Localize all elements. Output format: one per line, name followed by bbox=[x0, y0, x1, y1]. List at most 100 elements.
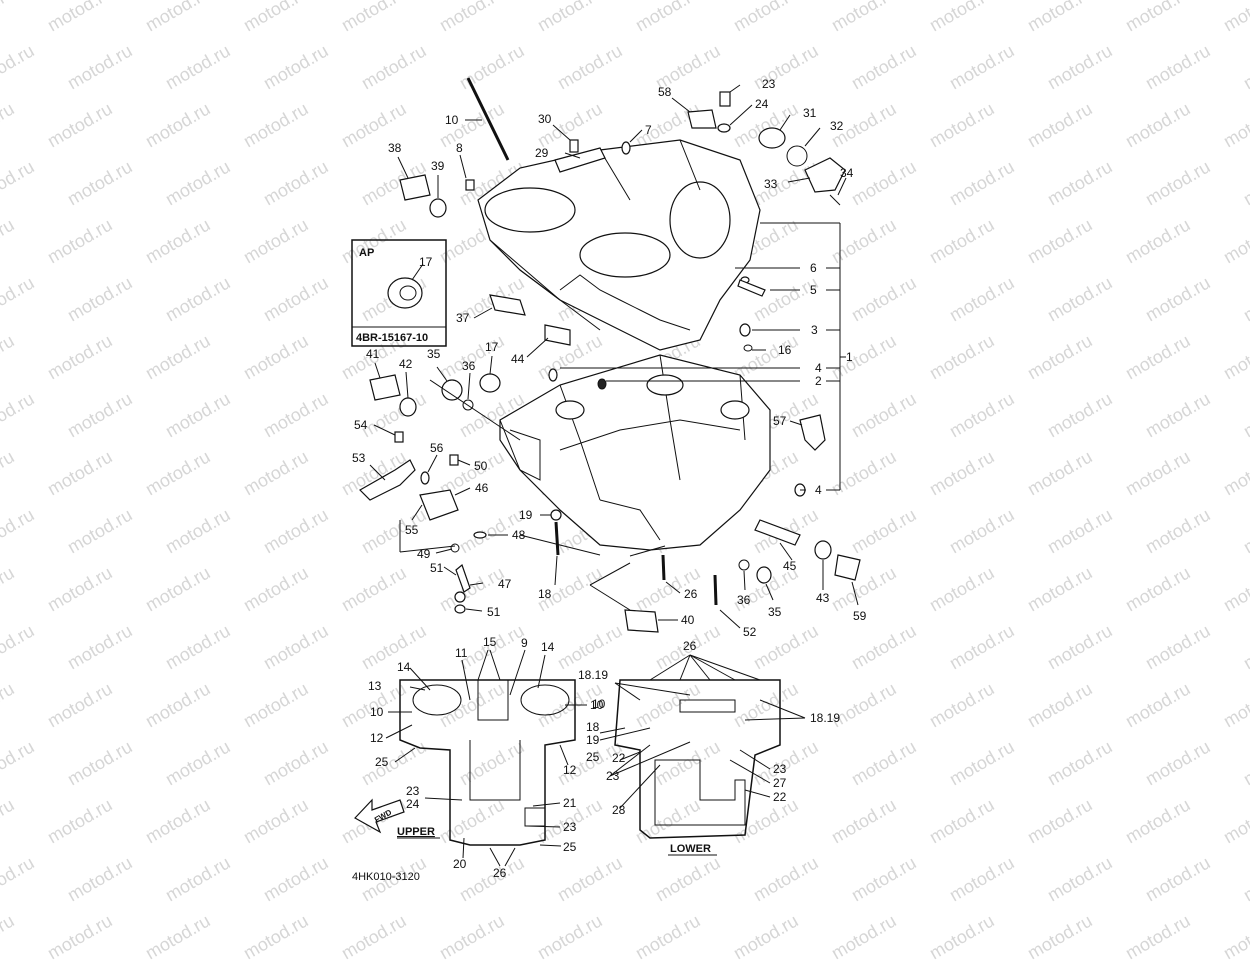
inset-box bbox=[351, 239, 447, 347]
callout-50: 50 bbox=[474, 459, 488, 473]
callout-59: 59 bbox=[853, 609, 867, 623]
lower-label-18-19b: 18.19 bbox=[810, 711, 840, 725]
lower-view bbox=[614, 679, 781, 839]
callout-16: 16 bbox=[778, 343, 792, 357]
small-parts bbox=[359, 77, 861, 633]
upper-label-9: 9 bbox=[521, 636, 528, 650]
lower-label-28: 28 bbox=[612, 803, 626, 817]
lower-label-10: 10 bbox=[592, 697, 606, 711]
callout-57: 57 bbox=[773, 414, 787, 428]
lower-label-19: 19 bbox=[586, 733, 600, 747]
upper-label-11: 11 bbox=[455, 646, 468, 660]
callout-18: 18 bbox=[538, 587, 552, 601]
callout-17: 17 bbox=[485, 340, 499, 354]
upper-label-20: 20 bbox=[453, 857, 467, 871]
callout-51b: 51 bbox=[487, 605, 501, 619]
callout-30: 30 bbox=[538, 112, 552, 126]
upper-label-23: 23 bbox=[406, 784, 420, 798]
lower-label-18-19: 18.19 bbox=[578, 668, 608, 682]
callout-49: 49 bbox=[417, 547, 431, 561]
inset-part-number: 17 bbox=[419, 255, 433, 269]
callout-41: 41 bbox=[366, 347, 380, 361]
upper-label-14b: 14 bbox=[541, 640, 555, 654]
callout-32: 32 bbox=[830, 119, 844, 133]
lower-label-23: 23 bbox=[606, 769, 620, 783]
leader-lines bbox=[369, 84, 859, 629]
callout-3: 3 bbox=[811, 323, 818, 337]
figure-code: 4HK010-3120 bbox=[352, 871, 420, 883]
callout-34: 34 bbox=[840, 166, 854, 180]
callout-36b: 36 bbox=[737, 593, 751, 607]
upper-view-labels: 14 11 15 9 14 13 10 10 12 25 12 23 24 21… bbox=[368, 635, 604, 880]
callout-1: 1 bbox=[846, 350, 853, 364]
callout-42: 42 bbox=[399, 357, 413, 371]
lower-label-18: 18 bbox=[586, 720, 600, 734]
callout-35b: 35 bbox=[768, 605, 782, 619]
lower-label-22: 22 bbox=[612, 751, 626, 765]
callout-8: 8 bbox=[456, 141, 463, 155]
upper-label-12b: 12 bbox=[563, 763, 577, 777]
upper-view bbox=[399, 679, 576, 846]
upper-label-15: 15 bbox=[483, 635, 497, 649]
fwd-arrow bbox=[354, 798, 405, 834]
callout-10: 10 bbox=[445, 113, 459, 127]
inset-title: AP bbox=[359, 247, 374, 259]
callout-51: 51 bbox=[430, 561, 444, 575]
upper-view-title: UPPER bbox=[397, 826, 435, 838]
upper-label-12: 12 bbox=[370, 731, 384, 745]
lower-label-26: 26 bbox=[683, 639, 697, 653]
callout-4b: 4 bbox=[815, 483, 822, 497]
callout-33: 33 bbox=[764, 177, 778, 191]
callout-48: 48 bbox=[512, 528, 526, 542]
callout-5: 5 bbox=[810, 283, 817, 297]
upper-label-24: 24 bbox=[406, 797, 420, 811]
upper-label-21: 21 bbox=[563, 796, 577, 810]
callout-31: 31 bbox=[803, 106, 817, 120]
callout-38: 38 bbox=[388, 141, 402, 155]
callout-56: 56 bbox=[430, 441, 444, 455]
callout-58: 58 bbox=[658, 85, 672, 99]
lower-label-22b: 22 bbox=[773, 790, 787, 804]
callout-36: 36 bbox=[462, 359, 476, 373]
callout-4: 4 bbox=[815, 361, 822, 375]
callout-labels: 10 38 39 8 30 29 7 58 23 24 31 32 33 34 … bbox=[352, 77, 867, 639]
callout-26: 26 bbox=[684, 587, 698, 601]
callout-39: 39 bbox=[431, 159, 445, 173]
callout-23: 23 bbox=[762, 77, 776, 91]
callout-52: 52 bbox=[743, 625, 757, 639]
callout-47: 47 bbox=[498, 577, 512, 591]
callout-37: 37 bbox=[456, 311, 470, 325]
callout-6: 6 bbox=[810, 261, 817, 275]
upper-label-23b: 23 bbox=[563, 820, 577, 834]
upper-label-10: 10 bbox=[370, 705, 384, 719]
upper-label-25: 25 bbox=[375, 755, 389, 769]
crankcase-exploded-diagram: 10 38 39 8 30 29 7 58 23 24 31 32 33 34 … bbox=[351, 77, 867, 883]
lower-label-23b: 23 bbox=[773, 762, 787, 776]
lower-label-27: 27 bbox=[773, 776, 787, 790]
upper-label-14: 14 bbox=[397, 660, 411, 674]
callout-45: 45 bbox=[783, 559, 797, 573]
callout-7: 7 bbox=[645, 123, 652, 137]
callout-40: 40 bbox=[681, 613, 695, 627]
inset-part-code: 4BR-15167-10 bbox=[356, 332, 428, 344]
callout-55: 55 bbox=[405, 523, 419, 537]
lower-view-title: LOWER bbox=[670, 843, 711, 855]
upper-label-10b: 10 bbox=[590, 698, 604, 712]
callout-44: 44 bbox=[511, 352, 525, 366]
callout-43: 43 bbox=[816, 591, 830, 605]
callout-2: 2 bbox=[815, 374, 822, 388]
upper-label-25b: 25 bbox=[563, 840, 577, 854]
upper-label-13: 13 bbox=[368, 679, 382, 693]
callout-35: 35 bbox=[427, 347, 441, 361]
lower-view-labels: 26 18.19 10 18.19 18 19 22 25 23 23 27 2… bbox=[578, 639, 840, 817]
lower-label-25: 25 bbox=[586, 750, 600, 764]
callout-54: 54 bbox=[354, 418, 368, 432]
callout-19: 19 bbox=[519, 508, 533, 522]
lower-crankcase bbox=[499, 354, 771, 551]
callout-53: 53 bbox=[352, 451, 366, 465]
callout-46: 46 bbox=[475, 481, 489, 495]
callout-29: 29 bbox=[535, 146, 549, 160]
callout-24: 24 bbox=[755, 97, 769, 111]
upper-crankcase bbox=[477, 139, 761, 351]
upper-label-26: 26 bbox=[493, 866, 507, 880]
